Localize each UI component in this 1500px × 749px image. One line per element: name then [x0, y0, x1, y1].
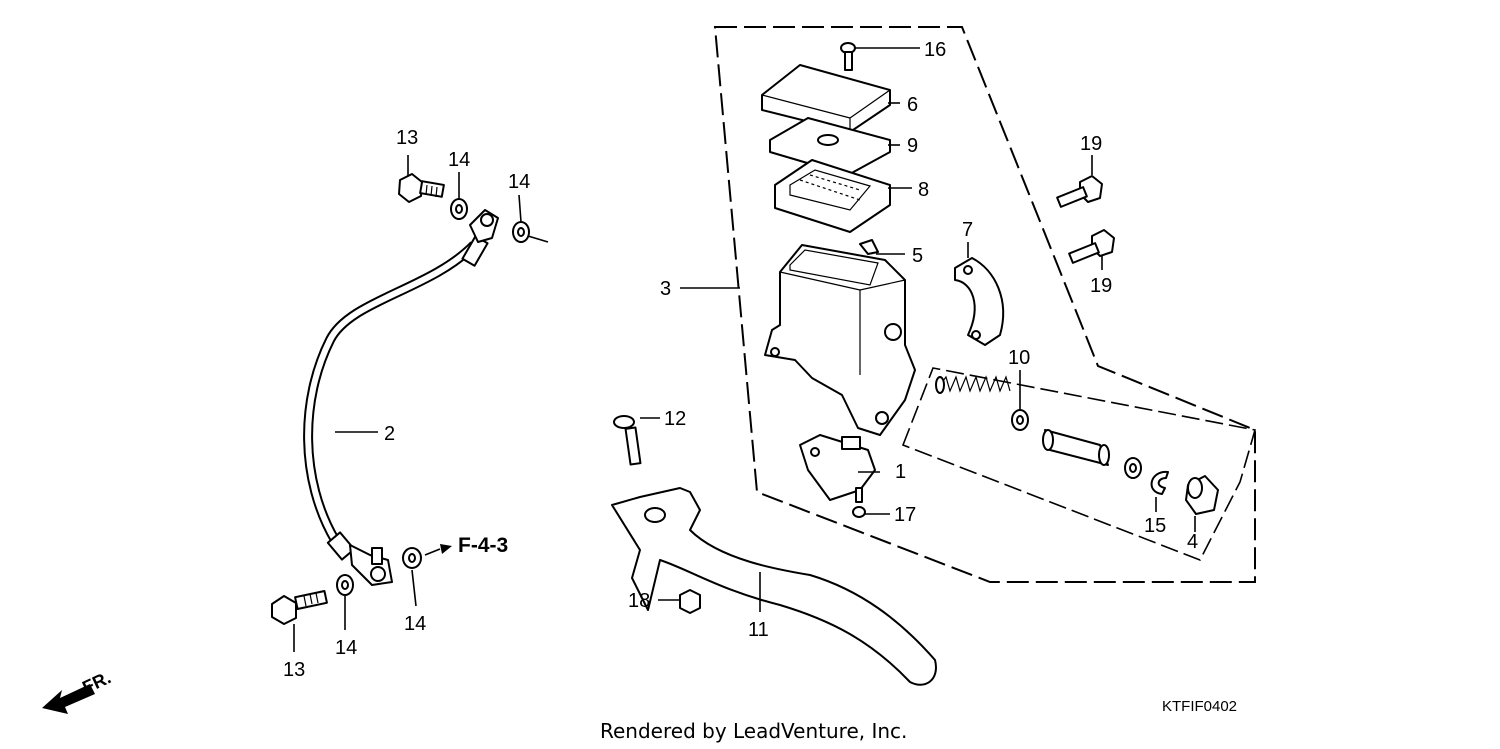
circlip-15	[1150, 470, 1169, 495]
upper-banjo-fitting	[469, 209, 499, 243]
assembly-outline	[713, 26, 1256, 583]
callout-1: 1	[895, 461, 906, 483]
lower-banjo-fitting	[349, 544, 393, 586]
sealing-washer-2	[512, 221, 530, 243]
clip-5	[859, 239, 879, 255]
pivot-bolt-12	[613, 415, 642, 466]
screw-16	[840, 42, 856, 71]
callout-17: 17	[894, 504, 916, 526]
reservoir-cap	[761, 64, 891, 133]
piston-kit-outline	[901, 367, 1257, 562]
screw-17	[852, 487, 866, 518]
bolt-19-upper	[1056, 175, 1103, 208]
callout-13-upper: 13	[396, 127, 418, 149]
callout-16: 16	[924, 39, 946, 61]
hose-arrow-line	[527, 235, 549, 243]
callout-12: 12	[664, 408, 686, 430]
callout-10: 10	[1008, 347, 1030, 369]
leader-lines	[293, 47, 1196, 652]
reference-arrow-icon	[440, 544, 452, 554]
reference-label[interactable]: F-4-3	[458, 534, 508, 557]
callout-19-upper: 19	[1080, 133, 1102, 155]
callout-11: 11	[748, 619, 769, 641]
callout-3: 3	[660, 278, 671, 300]
brake-hose	[303, 235, 489, 561]
sealing-washer-4	[402, 547, 422, 569]
nut-18	[679, 589, 701, 614]
primary-cup	[1011, 409, 1029, 431]
secondary-cup	[1124, 457, 1142, 479]
diagram-code: KTFIF0402	[1162, 698, 1237, 715]
callout-15: 15	[1144, 515, 1166, 537]
callout-2: 2	[384, 423, 395, 445]
front-direction-icon: FR.	[42, 667, 114, 714]
holder-7	[954, 257, 1005, 346]
callout-18: 18	[628, 590, 650, 612]
diaphragm-plate	[769, 117, 891, 176]
callout-7: 7	[962, 219, 973, 241]
bolt-19-lower	[1068, 229, 1115, 264]
piston	[1042, 429, 1110, 466]
credit-text: Rendered by LeadVenture, Inc.	[600, 719, 907, 743]
master-cylinder-body	[764, 244, 916, 436]
brake-light-switch	[799, 434, 876, 501]
brake-lever	[611, 487, 937, 686]
banjo-bolt-lower	[271, 590, 328, 625]
reference-arrow-line	[424, 548, 441, 556]
callout-14-lower-left: 14	[335, 637, 357, 659]
callout-5: 5	[912, 245, 923, 267]
callout-14-lower-right: 14	[404, 613, 426, 635]
callout-13-lower: 13	[283, 659, 305, 681]
banjo-bolt-upper	[398, 173, 445, 203]
callout-14-upper-left: 14	[448, 149, 470, 171]
callout-19-lower: 19	[1090, 275, 1112, 297]
boot-4	[1185, 475, 1219, 515]
callout-14-upper-right: 14	[508, 171, 530, 193]
diaphragm	[774, 159, 891, 233]
sealing-washer-3	[336, 574, 354, 596]
callout-4: 4	[1187, 531, 1198, 553]
sealing-washer-1	[450, 198, 468, 220]
callout-9: 9	[907, 135, 918, 157]
callout-6: 6	[907, 94, 918, 116]
piston-spring	[935, 375, 1011, 394]
callout-8: 8	[918, 179, 929, 201]
